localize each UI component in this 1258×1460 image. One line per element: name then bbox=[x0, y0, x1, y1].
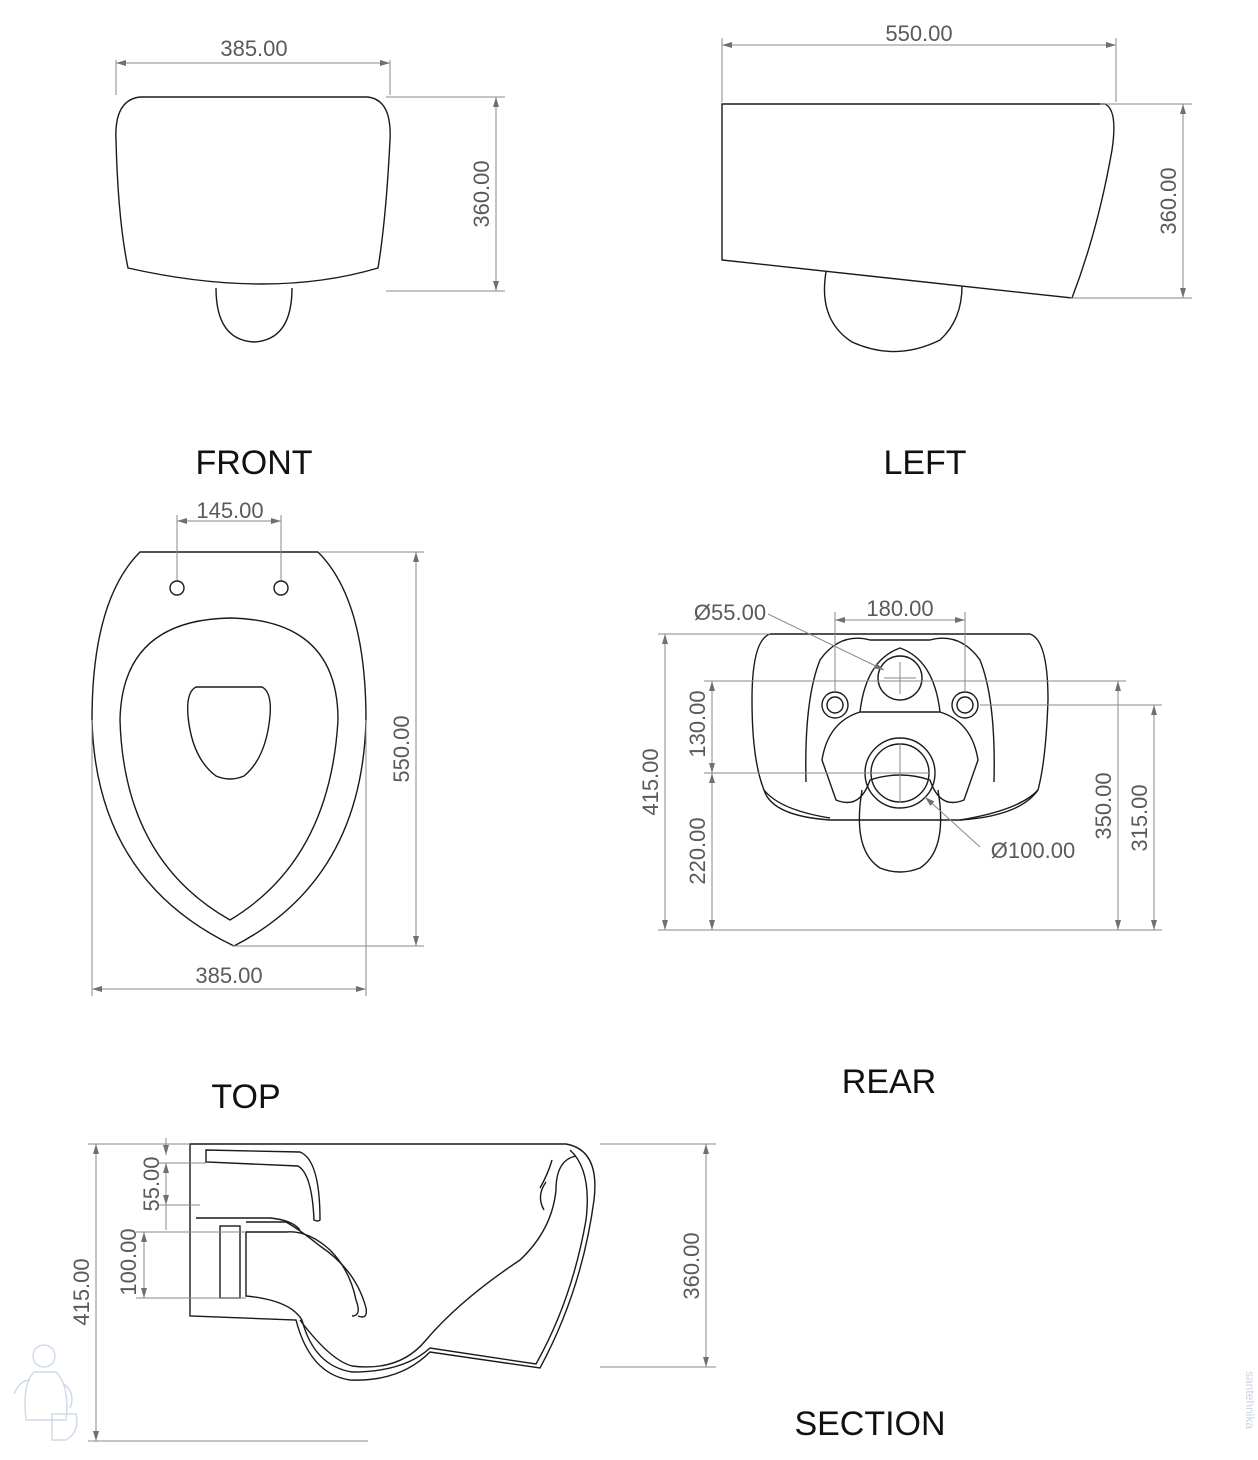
rear-bolt-spacing-label: 180.00 bbox=[866, 596, 933, 621]
top-bowl-opening bbox=[186, 686, 272, 780]
rear-outlet-diameter-label: Ø100.00 bbox=[991, 838, 1075, 863]
rear-inlet-to-outlet-label: 130.00 bbox=[685, 690, 710, 757]
section-outlet-label: 100.00 bbox=[116, 1228, 141, 1295]
top-length-label: 550.00 bbox=[389, 715, 414, 782]
rear-inlet-diameter-label: Ø55.00 bbox=[694, 600, 766, 625]
left-outlet-outline bbox=[823, 271, 963, 353]
watermark-text: santehnika bbox=[1243, 1371, 1257, 1429]
section-inlet-label: 55.00 bbox=[139, 1156, 164, 1211]
section-flush-channel bbox=[205, 1149, 321, 1222]
top-hole-spacing-label: 145.00 bbox=[196, 498, 263, 523]
rear-view-title: REAR bbox=[842, 1063, 936, 1101]
front-width-label: 385.00 bbox=[220, 36, 287, 61]
top-view: 145.00 550.00 385.00 TOP bbox=[91, 498, 424, 1116]
top-width-label: 385.00 bbox=[195, 963, 262, 988]
front-outlet-outline bbox=[215, 287, 293, 343]
top-seat-hole-right bbox=[273, 580, 289, 596]
section-total-label: 415.00 bbox=[69, 1258, 94, 1325]
left-height-label: 360.00 bbox=[1156, 167, 1181, 234]
left-view: 550.00 360.00 LEFT bbox=[721, 21, 1192, 482]
rear-315-label: 315.00 bbox=[1127, 784, 1152, 851]
section-view-title: SECTION bbox=[794, 1405, 945, 1443]
top-view-title: TOP bbox=[211, 1078, 280, 1116]
top-seat-hole-left bbox=[169, 580, 185, 596]
front-body-outline bbox=[115, 96, 391, 285]
rear-frame-inner bbox=[821, 647, 979, 804]
section-outlet-pipe bbox=[219, 1225, 241, 1299]
rear-bolt-hole-left bbox=[821, 691, 849, 719]
left-length-label: 550.00 bbox=[885, 21, 952, 46]
front-view-title: FRONT bbox=[195, 444, 312, 482]
section-height-label: 360.00 bbox=[679, 1232, 704, 1299]
top-body-outline bbox=[91, 551, 367, 947]
plumber-watermark-icon bbox=[13, 1344, 78, 1441]
section-view: 55.00 100.00 415.00 360.00 SECTION bbox=[69, 1138, 946, 1443]
section-trap-curve bbox=[246, 1155, 577, 1368]
rear-lower-rim bbox=[763, 789, 1039, 821]
section-inlet-pipe bbox=[196, 1217, 301, 1231]
rear-outlet-height-label: 220.00 bbox=[685, 817, 710, 884]
top-seat-outline bbox=[119, 617, 339, 921]
front-view: 385.00 360.00 FRONT bbox=[115, 36, 505, 482]
section-outer-outline bbox=[189, 1143, 596, 1381]
left-view-title: LEFT bbox=[883, 444, 966, 482]
rear-outlet-spigot bbox=[858, 789, 942, 873]
front-height-label: 360.00 bbox=[469, 160, 494, 227]
rear-350-label: 350.00 bbox=[1091, 772, 1116, 839]
section-bowl-inner bbox=[245, 1149, 588, 1373]
left-body-outline bbox=[721, 103, 1115, 299]
rear-fixing-plate bbox=[805, 637, 995, 783]
rear-inlet-55 bbox=[877, 655, 923, 701]
rear-view: 180.00 Ø55.00 Ø100.00 415.00 130.00 220.… bbox=[638, 596, 1162, 1101]
rear-bolt-hole-right bbox=[951, 691, 979, 719]
rear-total-height-label: 415.00 bbox=[638, 748, 663, 815]
